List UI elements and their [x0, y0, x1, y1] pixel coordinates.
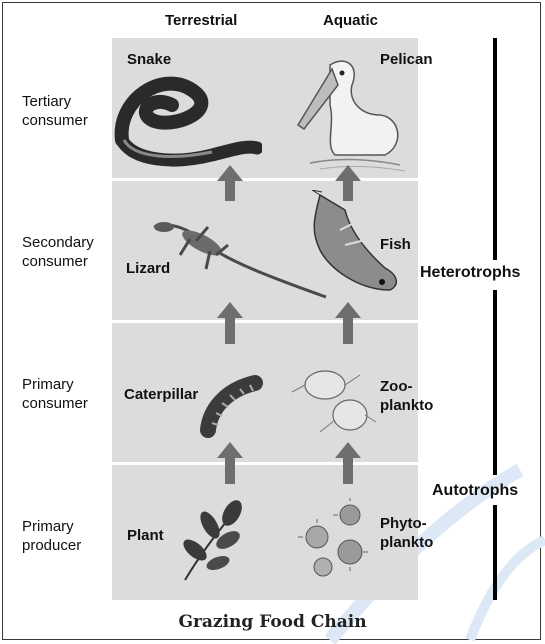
- arrow-up-icon: [333, 440, 363, 486]
- label-plant: Plant: [127, 526, 164, 545]
- level-label-tertiary: Tertiary consumer: [22, 92, 88, 130]
- heterotrophs-bracket-line: [493, 290, 497, 475]
- level-divider: [112, 178, 418, 181]
- pelican-illustration: [290, 55, 410, 175]
- fish-illustration: [300, 190, 405, 305]
- plant-illustration: [170, 495, 255, 590]
- arrow-up-icon: [333, 300, 363, 346]
- column-header-aquatic: Aquatic: [323, 12, 378, 29]
- level-label-line: Primary: [22, 517, 81, 536]
- label-line: plankto: [380, 533, 433, 552]
- arrow-up-icon: [215, 440, 245, 486]
- level-label-line: consumer: [22, 252, 94, 271]
- label-autotrophs: Autotrophs: [432, 482, 518, 500]
- level-label-secondary: Secondary consumer: [22, 233, 94, 271]
- diagram-caption: Grazing Food Chain: [0, 612, 545, 632]
- snake-illustration: [112, 60, 262, 175]
- label-heterotrophs: Heterotrophs: [420, 264, 520, 282]
- label-caterpillar: Caterpillar: [124, 385, 198, 404]
- caterpillar-illustration: [200, 375, 270, 440]
- level-label-line: Primary: [22, 375, 88, 394]
- level-label-primary-producer: Primary producer: [22, 517, 81, 555]
- level-label-line: consumer: [22, 111, 88, 130]
- label-phytoplankton: Phyto- plankto: [380, 514, 433, 552]
- phytoplankton-illustration: [295, 497, 380, 582]
- label-zooplankton: Zoo- plankto: [380, 377, 433, 415]
- level-label-line: consumer: [22, 394, 88, 413]
- label-line: plankto: [380, 396, 433, 415]
- autotrophs-bracket-line: [493, 505, 497, 600]
- level-divider: [112, 320, 418, 323]
- level-divider: [112, 462, 418, 465]
- label-line: Zoo-: [380, 377, 433, 396]
- heterotrophs-bracket-line: [493, 38, 497, 260]
- arrow-up-icon: [215, 163, 245, 203]
- zooplankton-illustration: [290, 360, 380, 440]
- arrow-up-icon: [333, 163, 363, 203]
- level-label-line: Tertiary: [22, 92, 88, 111]
- level-label-line: producer: [22, 536, 81, 555]
- level-label-line: Secondary: [22, 233, 94, 252]
- label-line: Phyto-: [380, 514, 433, 533]
- column-header-terrestrial: Terrestrial: [165, 12, 237, 29]
- level-label-primary-consumer: Primary consumer: [22, 375, 88, 413]
- arrow-up-icon: [215, 300, 245, 346]
